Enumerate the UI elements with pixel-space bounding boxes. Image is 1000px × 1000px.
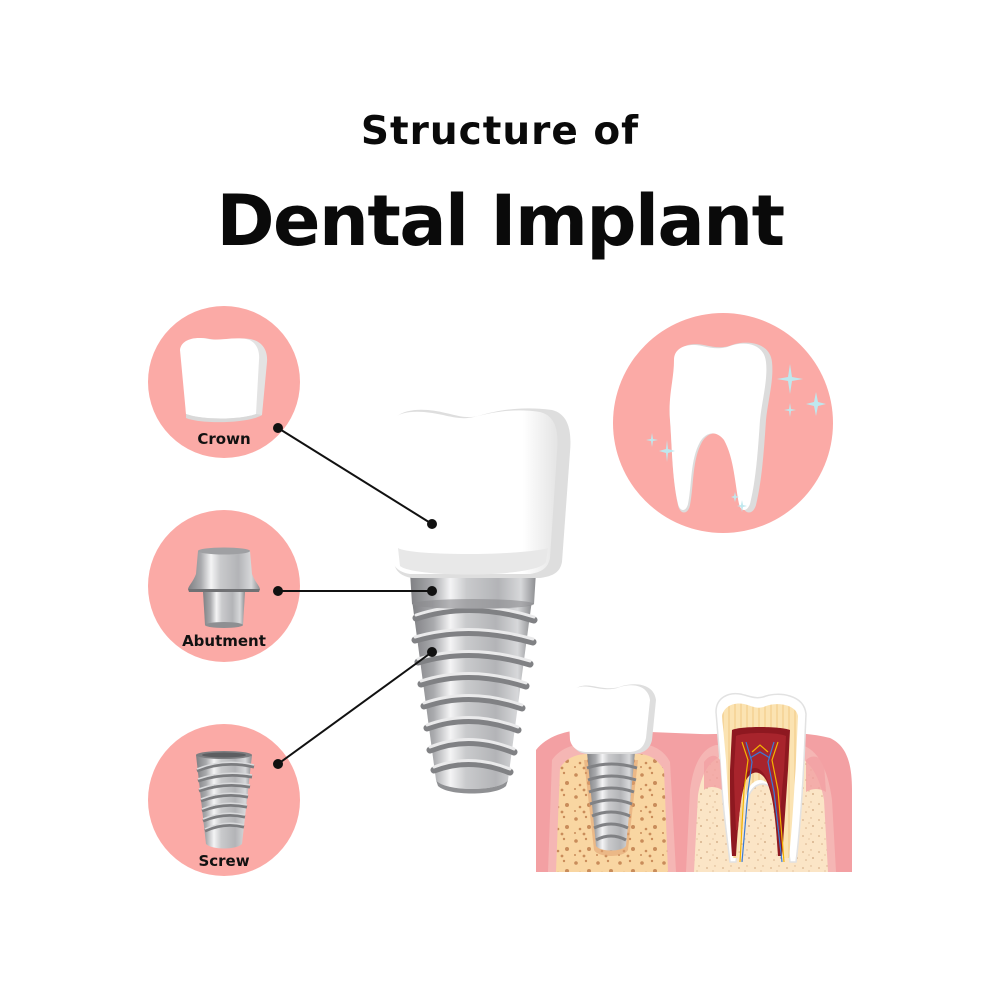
natural-tooth-section (686, 692, 836, 872)
nerve-lines (739, 741, 785, 863)
implant-abutment (410, 572, 536, 609)
component-crown: Crown (148, 306, 300, 458)
cross-section-illustration (536, 684, 852, 872)
healthy-tooth-illustration (613, 313, 833, 533)
abutment-label: Abutment (182, 632, 266, 650)
screw-icon (196, 751, 255, 849)
connector-crown (273, 423, 437, 529)
title-line-1: Structure of (360, 109, 640, 154)
page-title: Dental Implant (216, 180, 785, 262)
sparkle-icons (646, 364, 826, 512)
abutment-icon (188, 547, 260, 628)
component-abutment: Abutment (148, 510, 300, 662)
implant-bone-section (548, 684, 676, 872)
connector-screw (273, 647, 437, 769)
component-screw: Screw (148, 724, 300, 876)
crown-tooth-icon (180, 338, 268, 423)
molar-tooth-icon (669, 342, 773, 513)
connector-abutment (273, 586, 437, 596)
screw-label: Screw (198, 852, 249, 870)
assembled-implant (383, 408, 571, 794)
implant-crown (383, 408, 571, 578)
implant-screw (411, 600, 538, 794)
crown-label: Crown (197, 430, 250, 448)
